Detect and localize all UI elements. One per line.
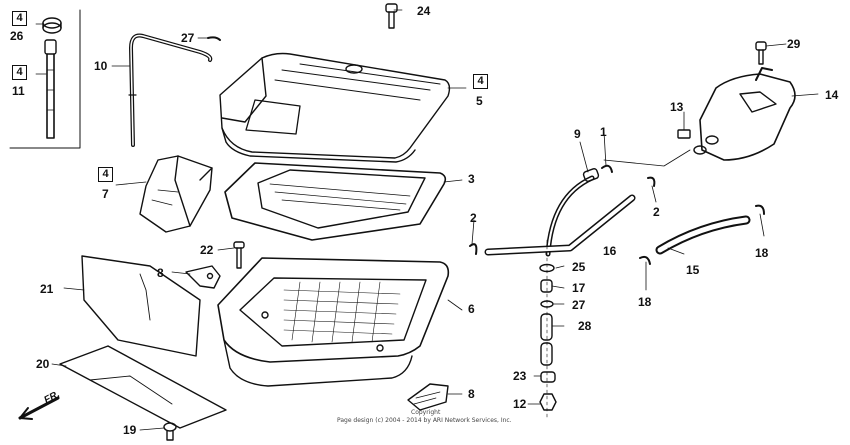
front-direction-arrow (18, 396, 60, 420)
bracket-8a (185, 265, 221, 289)
bracket-8b (407, 383, 449, 411)
callout-27a: 27 (181, 31, 195, 45)
callout-2a: 2 (470, 211, 477, 225)
callout-13: 13 (670, 100, 684, 114)
callout-19: 19 (123, 423, 137, 437)
copyright-notice: Page design (c) 2004 - 2014 by ARI Netwo… (337, 417, 512, 424)
callout-18a: 18 (755, 246, 769, 260)
bolt-24 (385, 3, 398, 29)
callout-24: 24 (417, 4, 431, 18)
callout-9: 9 (574, 127, 581, 141)
callout-6: 6 (468, 302, 475, 316)
hose-16 (484, 194, 636, 256)
air-cleaner-case-6 (217, 257, 450, 387)
fittings-17-28 (539, 239, 557, 421)
intake-duct-7 (139, 155, 213, 233)
callout-29: 29 (787, 37, 801, 51)
bolt-inset-26-11 (9, 9, 81, 149)
leader-lines (35, 9, 819, 431)
leader-line (603, 149, 691, 167)
callout-8b: 8 (468, 387, 475, 401)
copyright-title: Copyright (411, 409, 441, 416)
clip-18a (755, 204, 765, 215)
clip-2b (647, 176, 656, 187)
callout-27b: 27 (572, 298, 586, 312)
breather-tube-10 (128, 33, 213, 147)
ref-box-7: 4 (98, 167, 113, 182)
callout-15: 15 (686, 263, 700, 277)
callout-18b: 18 (638, 295, 652, 309)
callout-7: 7 (102, 187, 109, 201)
callout-11: 11 (12, 84, 25, 98)
air-cleaner-cover-5 (219, 52, 451, 163)
ref-box-5: 4 (473, 74, 488, 89)
hose-15 (655, 215, 751, 255)
callout-1: 1 (600, 125, 607, 139)
callout-14: 14 (825, 88, 839, 102)
callout-3: 3 (468, 172, 475, 186)
plate-21 (81, 255, 201, 357)
breather-separator-14 (677, 41, 796, 161)
screw-19 (163, 422, 177, 441)
callout-16: 16 (603, 244, 617, 258)
callout-17: 17 (572, 281, 586, 295)
clip-27a (207, 36, 221, 41)
plate-20 (59, 345, 227, 429)
callout-20: 20 (36, 357, 50, 371)
bolt-22 (233, 241, 245, 269)
filter-element-3 (224, 162, 447, 241)
callout-5: 5 (476, 94, 483, 108)
callout-25: 25 (572, 260, 586, 274)
callout-21: 21 (40, 282, 54, 296)
callout-23: 23 (513, 369, 527, 383)
callout-28: 28 (578, 319, 592, 333)
callout-10: 10 (94, 59, 108, 73)
clip-1 (601, 164, 613, 173)
clip-2a (469, 243, 478, 255)
clip-18b (639, 255, 651, 265)
callout-26: 26 (10, 29, 24, 43)
ref-box-11: 4 (12, 65, 27, 80)
callout-8a: 8 (157, 266, 164, 280)
callout-12: 12 (513, 397, 527, 411)
ref-box-26: 4 (12, 11, 27, 26)
drain-tube-9 (545, 168, 600, 257)
callout-22: 22 (200, 243, 214, 257)
callout-2b: 2 (653, 205, 660, 219)
